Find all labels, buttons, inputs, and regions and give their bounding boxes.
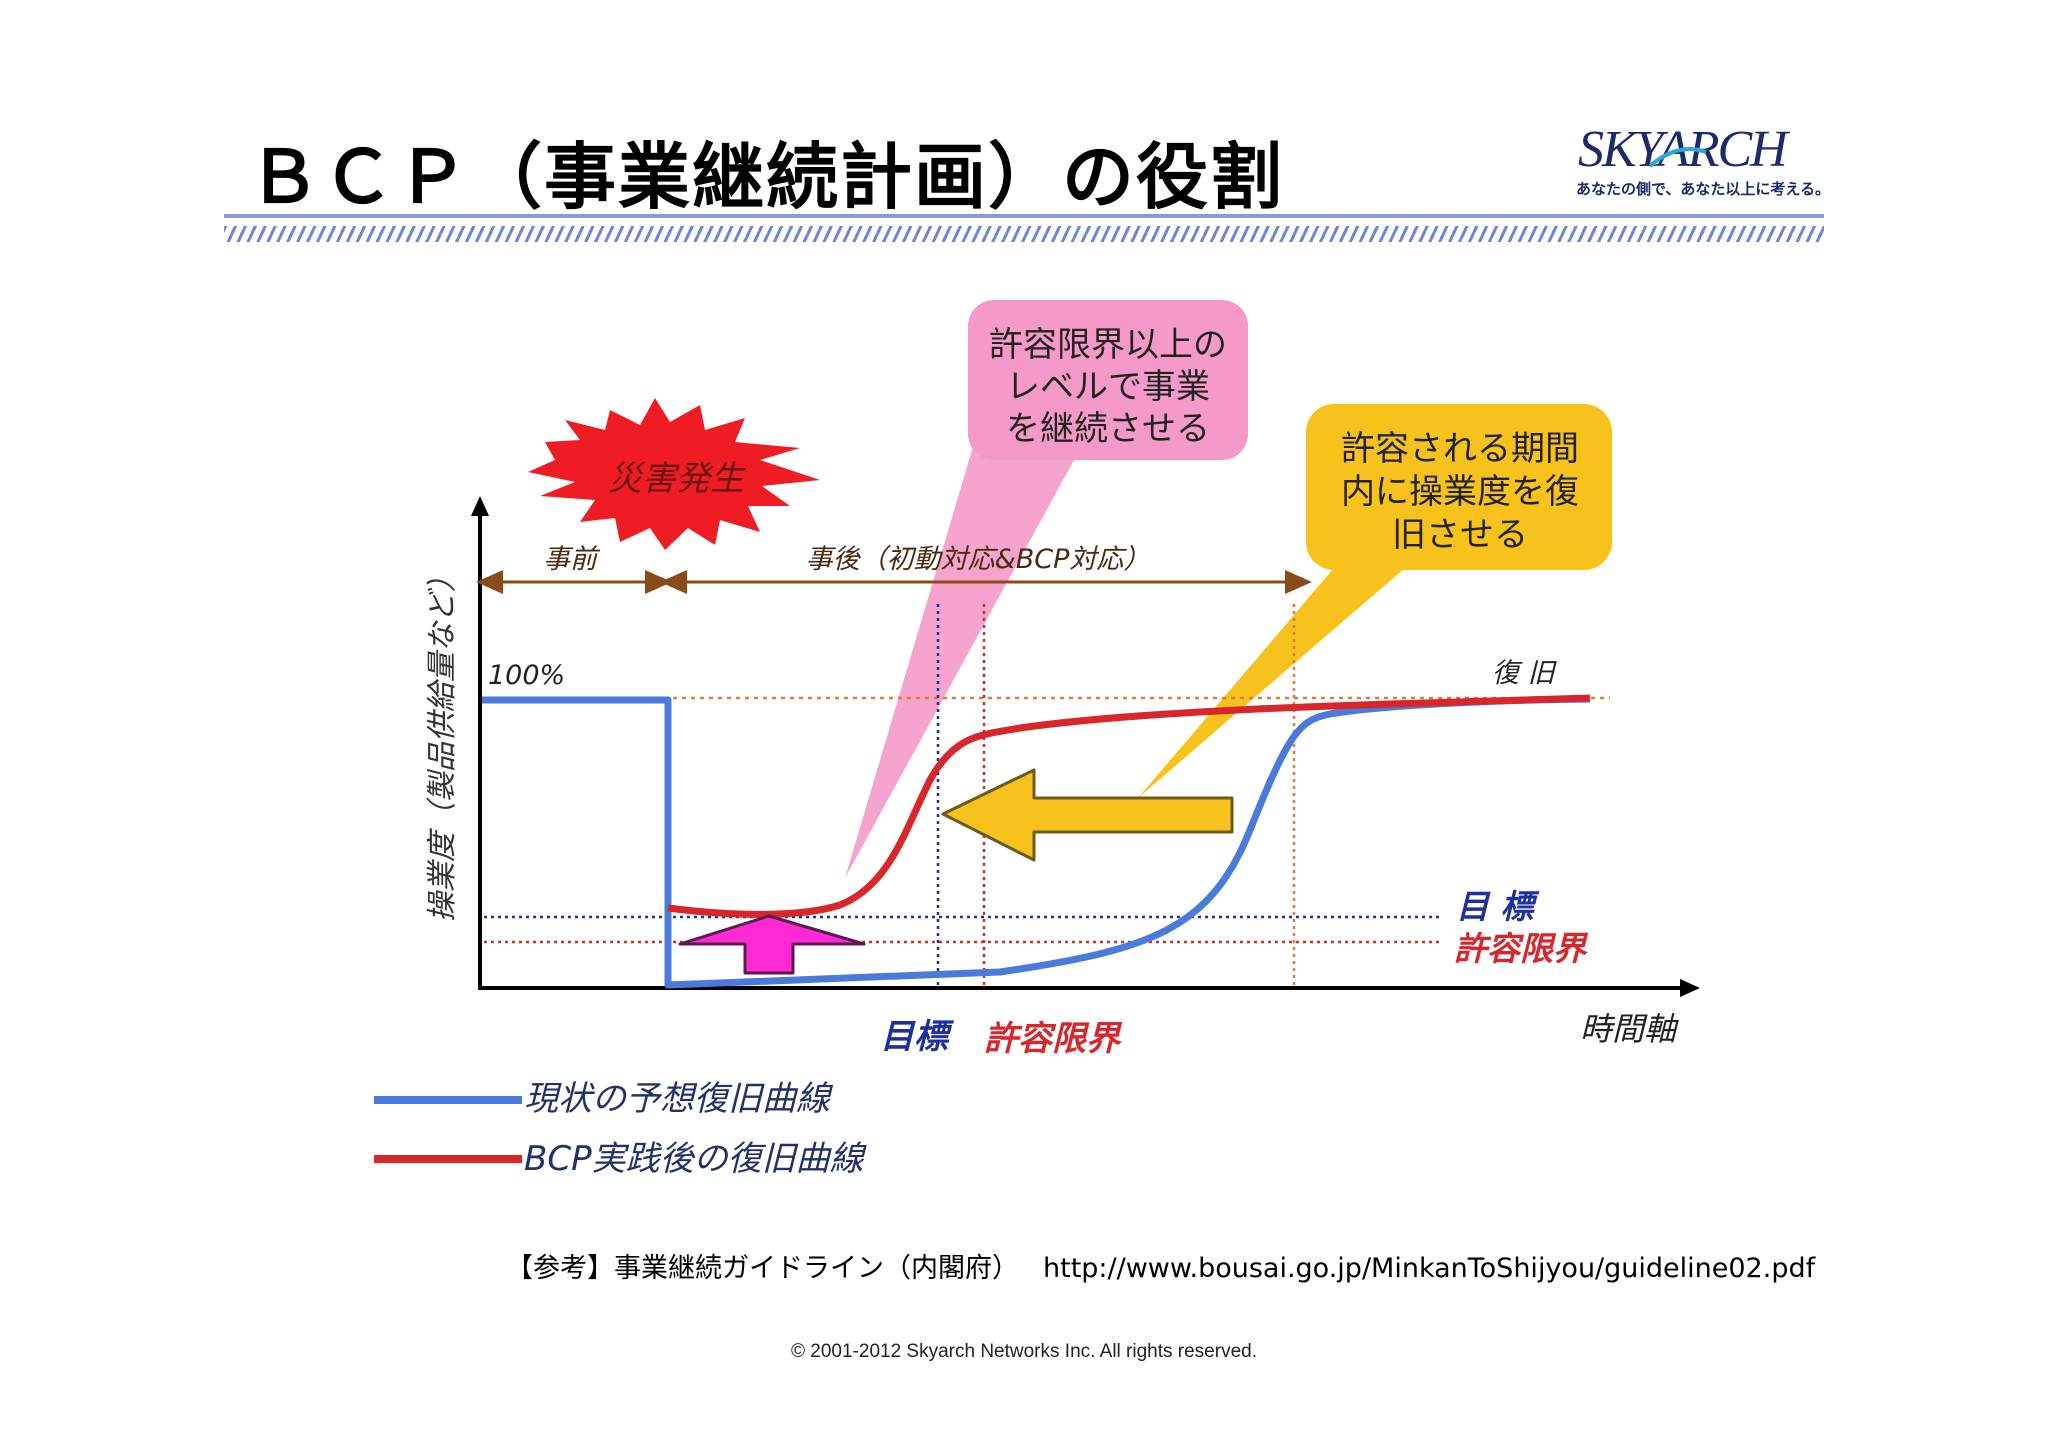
legend-bcp-label: BCP実践後の復旧曲線: [524, 1139, 868, 1179]
pink-callout: 許容限界以上の レベルで事業 を継続させる: [845, 300, 1248, 878]
label-target-line: 目 標: [1456, 887, 1539, 926]
yellow-callout: 許容される期間 内に操業度を復 旧させる: [1138, 404, 1612, 798]
bcp-recovery-curve: [667, 694, 1591, 918]
copyright: © 2001-2012 Skyarch Networks Inc. All ri…: [791, 1341, 1257, 1362]
yellow-callout-line-1: 許容される期間: [1341, 429, 1579, 469]
logo-swoosh-icon: [1648, 147, 1707, 168]
legend: 現状の予想復旧曲線 BCP実践後の復旧曲線: [374, 1079, 868, 1179]
label-tolerance-line: 許容限界: [1454, 929, 1589, 968]
tolerance-raise-arrow: [678, 914, 866, 975]
reference-line: 【参考】事業継続ガイドライン（内閣府） http://www.bousai.go.…: [506, 1246, 1815, 1285]
x-axis-label: 時間軸: [1580, 1010, 1679, 1048]
reference-lines: [484, 604, 1610, 988]
pink-callout-line-3: を継続させる: [1006, 409, 1210, 449]
period-before-label: 事前: [543, 544, 601, 575]
x-label-tolerance: 許容限界: [984, 1019, 1123, 1059]
y-axis-label: 操業度（製品供給量など）: [425, 562, 460, 922]
pink-callout-line-1: 許容限界以上の: [989, 325, 1227, 365]
legend-current-label: 現状の予想復旧曲線: [524, 1079, 834, 1119]
label-recovery: 復 旧: [1492, 658, 1558, 689]
logo-tagline: あなたの側で、あなた以上に考える。: [1576, 182, 1830, 198]
yellow-callout-line-3: 旧させる: [1392, 515, 1528, 555]
label-100-percent: 100%: [488, 660, 565, 691]
yellow-callout-line-2: 内に操業度を復: [1341, 472, 1579, 512]
burst-label: 災害発生: [608, 459, 747, 499]
title-underline: [224, 214, 1824, 218]
disaster-burst: 災害発生: [528, 398, 820, 550]
skyarch-logo: SKYARCH あなたの側で、あなた以上に考える。: [1570, 120, 1830, 204]
title-hatch-divider: [224, 226, 1824, 242]
reference-url[interactable]: http://www.bousai.go.jp/MinkanToShijyou/…: [1043, 1253, 1816, 1284]
page-title: ＢＣＰ（事業継続計画）の役割: [248, 135, 1285, 219]
pink-callout-line-2: レベルで事業: [1006, 367, 1210, 407]
reference-label: 【参考】事業継続ガイドライン（内閣府）: [506, 1253, 1019, 1284]
period-after-label: 事後（初動対応&BCP対応）: [806, 544, 1151, 575]
x-label-target: 目標: [880, 1017, 955, 1057]
recovery-shift-arrow: [941, 768, 1234, 862]
